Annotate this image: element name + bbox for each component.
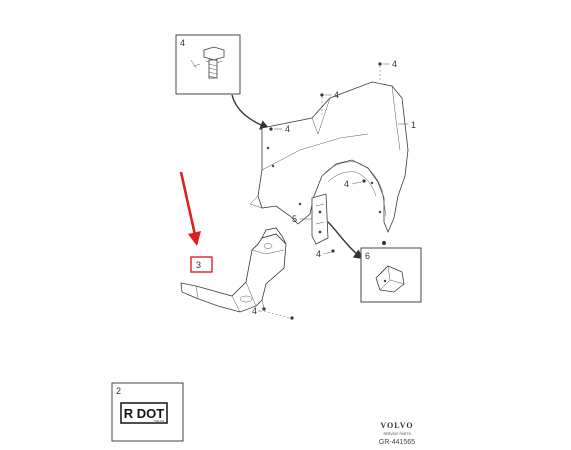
screw-icon [190, 46, 225, 79]
small-bracket-screw: 4 [316, 249, 335, 259]
badge-callout: 2 [116, 386, 121, 396]
mounting-bracket [180, 227, 287, 313]
inset-clip-callout: 6 [365, 251, 370, 261]
badge-main-text: R DOT [124, 406, 165, 421]
bracket-screw-callout: 4 [252, 306, 257, 316]
inset-clip-arrow [327, 221, 364, 260]
clip-location-dot [382, 241, 386, 245]
fender-callout: 1 [411, 120, 416, 130]
top-screw-1-callout: 4 [392, 59, 397, 69]
small-bracket-callout: 5 [292, 214, 297, 224]
top-screw-1: 4 [378, 59, 397, 82]
badge-inset: 2 R DOT VOLVO [111, 382, 184, 442]
bracket-screw: 4 [252, 299, 294, 320]
drawing-number: GR-441565 [379, 439, 415, 446]
top-screw-2-callout: 4 [334, 90, 339, 100]
badge-sub-text: VOLVO [154, 419, 165, 423]
inset-clip: 6 [360, 247, 422, 303]
mid-screw-callout: 4 [344, 179, 349, 189]
top-screw-2: 4 [320, 90, 339, 116]
volvo-logo: VOLVO [380, 421, 413, 430]
bracket-highlight-box [190, 256, 213, 273]
brand-subtext: SERVICE PARTS [383, 432, 411, 436]
bracket-callout: 3 [196, 260, 201, 270]
mid-screw: 4 [344, 179, 366, 189]
highlight-arrow [179, 171, 201, 246]
small-bracket: 5 [292, 193, 329, 245]
fender-panel [249, 81, 409, 234]
top-screw-3: 4 [269, 124, 290, 134]
clip-icon [375, 265, 405, 293]
inset-screw: 4 [175, 34, 241, 95]
small-bracket-screw-callout: 4 [316, 249, 321, 259]
inset-screw-arrow [231, 94, 270, 130]
inset-screw-callout: 4 [180, 38, 185, 48]
top-screw-3-callout: 4 [285, 124, 290, 134]
badge-plate [120, 402, 168, 424]
